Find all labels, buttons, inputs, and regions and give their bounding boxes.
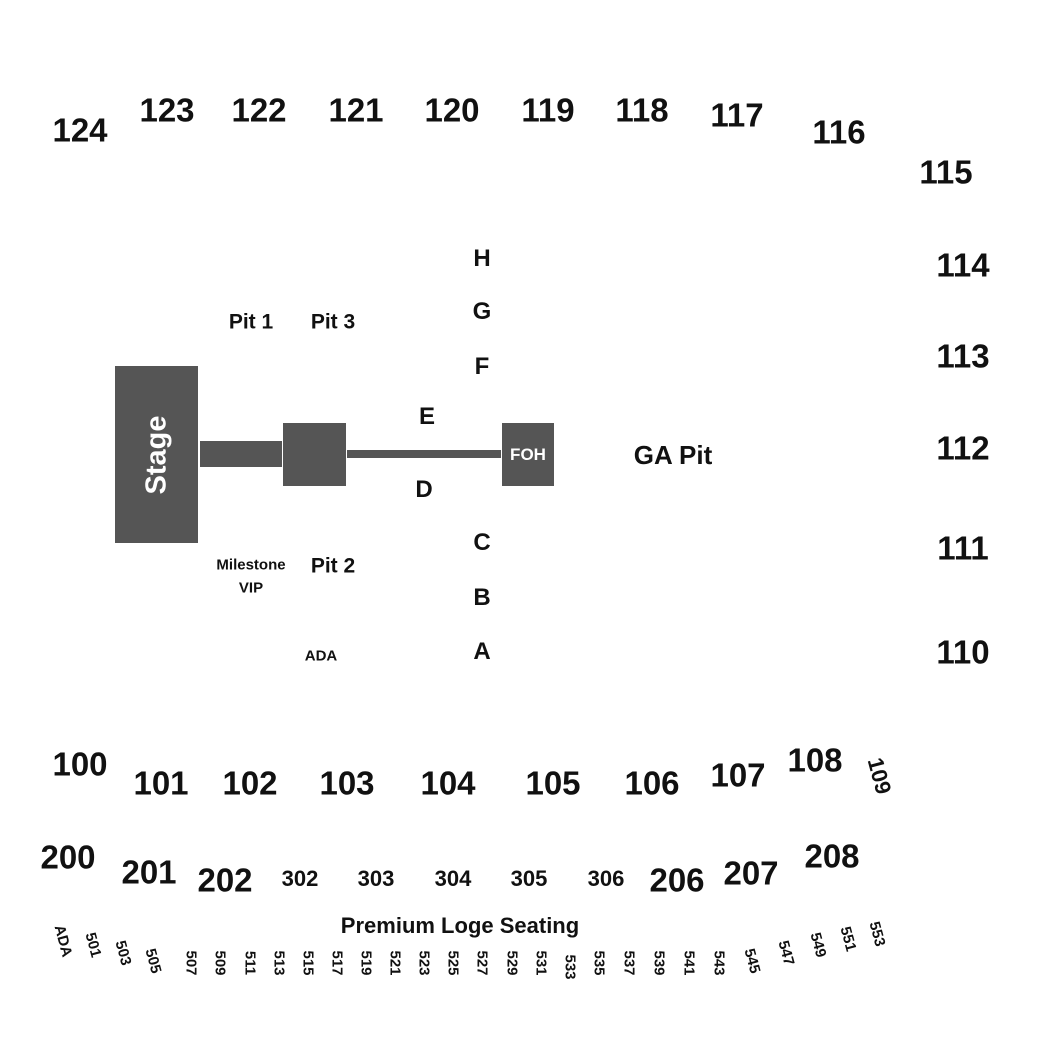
loge-507[interactable]: 507	[182, 950, 200, 976]
section-110[interactable]: 110	[936, 633, 990, 671]
section-111[interactable]: 111	[937, 529, 989, 567]
loge-523[interactable]: 523	[415, 950, 433, 976]
pit-1[interactable]: Pit 1	[228, 310, 274, 334]
section-114[interactable]: 114	[936, 246, 990, 284]
section-200[interactable]: 200	[40, 838, 96, 876]
loge-551[interactable]: 551	[836, 924, 860, 954]
section-117[interactable]: 117	[710, 96, 764, 134]
runway-segment	[200, 441, 282, 467]
loge-533[interactable]: 533	[561, 954, 579, 980]
loge-549[interactable]: 549	[806, 930, 830, 960]
section-118[interactable]: 118	[615, 91, 669, 129]
section-105[interactable]: 105	[525, 764, 581, 802]
section-100[interactable]: 100	[52, 745, 108, 783]
loge-537[interactable]: 537	[620, 950, 638, 976]
row-g[interactable]: G	[472, 298, 492, 325]
loge-529[interactable]: 529	[503, 950, 521, 976]
loge-509[interactable]: 509	[211, 950, 229, 976]
foh-booth: FOH	[502, 423, 554, 486]
section-123[interactable]: 123	[139, 91, 195, 129]
section-121[interactable]: 121	[328, 91, 384, 129]
milestone-vip-line1[interactable]: Milestone	[216, 556, 286, 574]
loge-ada[interactable]: ADA	[50, 923, 76, 959]
loge-547[interactable]: 547	[774, 938, 798, 968]
foh-label: FOH	[510, 444, 546, 464]
loge-515[interactable]: 515	[299, 950, 317, 976]
section-108[interactable]: 108	[787, 741, 843, 779]
loge-527[interactable]: 527	[473, 950, 491, 976]
section-304[interactable]: 304	[434, 866, 472, 891]
section-120[interactable]: 120	[424, 91, 480, 129]
milestone-vip-line2[interactable]: VIP	[238, 579, 264, 597]
loge-519[interactable]: 519	[357, 950, 375, 976]
loge-525[interactable]: 525	[444, 950, 462, 976]
row-c[interactable]: C	[473, 529, 491, 556]
section-116[interactable]: 116	[812, 113, 866, 151]
loge-513[interactable]: 513	[270, 950, 288, 976]
loge-541[interactable]: 541	[680, 950, 698, 976]
section-101[interactable]: 101	[133, 764, 189, 802]
section-303[interactable]: 303	[357, 866, 395, 891]
loge-521[interactable]: 521	[386, 950, 404, 976]
stage-label: Stage	[140, 415, 172, 494]
loge-517[interactable]: 517	[328, 950, 346, 976]
row-b[interactable]: B	[473, 584, 491, 611]
loge-543[interactable]: 543	[710, 950, 728, 976]
section-109[interactable]: 109	[862, 754, 897, 797]
pit-3[interactable]: Pit 3	[310, 310, 356, 334]
section-124[interactable]: 124	[52, 111, 108, 149]
section-122[interactable]: 122	[231, 91, 287, 129]
pit-2[interactable]: Pit 2	[310, 554, 356, 578]
section-103[interactable]: 103	[319, 764, 375, 802]
stage: Stage	[115, 366, 198, 543]
row-d[interactable]: D	[415, 476, 433, 503]
section-302[interactable]: 302	[281, 866, 319, 891]
section-208[interactable]: 208	[804, 837, 860, 875]
loge-545[interactable]: 545	[740, 946, 764, 976]
b-stage-platform	[283, 423, 346, 486]
section-207[interactable]: 207	[723, 854, 779, 892]
loge-535[interactable]: 535	[590, 950, 608, 976]
section-104[interactable]: 104	[420, 764, 476, 802]
section-107[interactable]: 107	[710, 756, 766, 794]
row-e[interactable]: E	[418, 403, 436, 430]
section-106[interactable]: 106	[624, 764, 680, 802]
section-112[interactable]: 112	[936, 429, 990, 467]
loge-531[interactable]: 531	[532, 950, 550, 976]
section-115[interactable]: 115	[919, 153, 973, 191]
section-202[interactable]: 202	[197, 861, 253, 899]
section-113[interactable]: 113	[936, 337, 990, 375]
ada-floor[interactable]: ADA	[304, 647, 338, 665]
loge-505[interactable]: 505	[141, 946, 165, 976]
row-f[interactable]: F	[474, 353, 490, 380]
section-306[interactable]: 306	[587, 866, 625, 891]
loge-553[interactable]: 553	[865, 919, 889, 949]
loge-501[interactable]: 501	[81, 930, 105, 960]
loge-539[interactable]: 539	[650, 950, 668, 976]
section-201[interactable]: 201	[121, 853, 177, 891]
section-206[interactable]: 206	[649, 861, 705, 899]
runway-line	[347, 450, 501, 458]
row-a[interactable]: A	[473, 638, 491, 665]
loge-511[interactable]: 511	[241, 950, 259, 976]
section-119[interactable]: 119	[521, 91, 575, 129]
ga-pit[interactable]: GA Pit	[633, 440, 713, 470]
row-h[interactable]: H	[473, 245, 491, 272]
section-305[interactable]: 305	[510, 866, 548, 891]
premium-loge-title: Premium Loge Seating	[340, 913, 580, 938]
section-102[interactable]: 102	[222, 764, 278, 802]
loge-503[interactable]: 503	[111, 938, 135, 968]
